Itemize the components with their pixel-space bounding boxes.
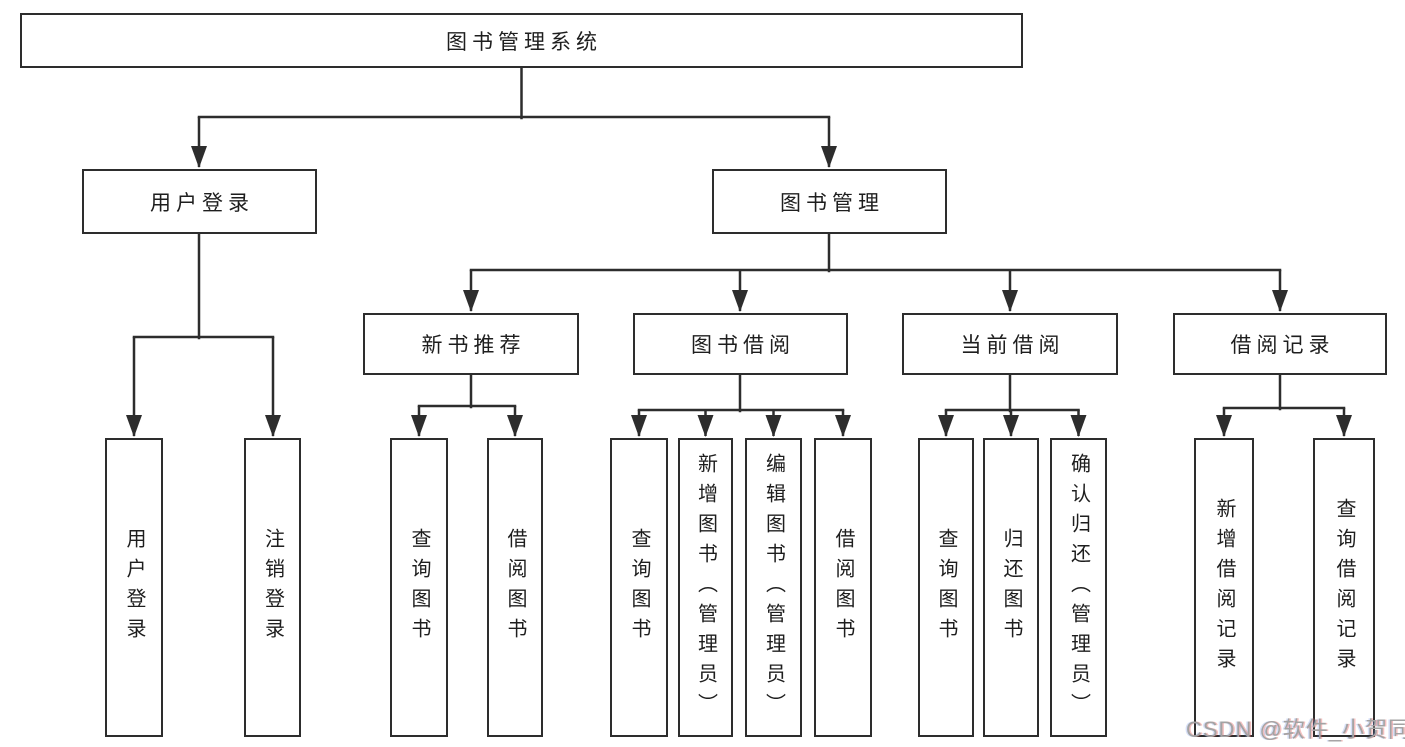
leaf-bb-query-books: 查询图书 xyxy=(610,438,668,737)
node-current-borrowing: 当前借阅 xyxy=(902,313,1118,375)
leaf-logout: 注销登录 xyxy=(244,438,301,737)
leaf-bb-borrow-books: 借阅图书 xyxy=(814,438,872,737)
node-book-borrowing: 图书借阅 xyxy=(633,313,848,375)
leaf-nbr-borrow-books: 借阅图书 xyxy=(487,438,543,737)
node-user-login: 用户登录 xyxy=(82,169,317,234)
leaf-nbr-query-books: 查询图书 xyxy=(390,438,448,737)
node-root: 图书管理系统 xyxy=(20,13,1023,68)
leaf-br-query-record: 查询借阅记录 xyxy=(1313,438,1375,737)
leaf-br-add-record: 新增借阅记录 xyxy=(1194,438,1254,737)
leaf-cb-return-books: 归还图书 xyxy=(983,438,1039,737)
csdn-watermark: CSDN @软件_小贺同学 xyxy=(1186,717,1405,742)
leaf-cb-confirm-return-admin: 确认归还（管理员） xyxy=(1050,438,1107,737)
leaf-bb-add-books-admin: 新增图书（管理员） xyxy=(678,438,733,737)
node-new-book-recommend: 新书推荐 xyxy=(363,313,579,375)
leaf-cb-query-books: 查询图书 xyxy=(918,438,974,737)
node-book-management: 图书管理 xyxy=(712,169,947,234)
leaf-user-login: 用户登录 xyxy=(105,438,163,737)
node-borrowing-records: 借阅记录 xyxy=(1173,313,1387,375)
leaf-bb-edit-books-admin: 编辑图书（管理员） xyxy=(745,438,802,737)
